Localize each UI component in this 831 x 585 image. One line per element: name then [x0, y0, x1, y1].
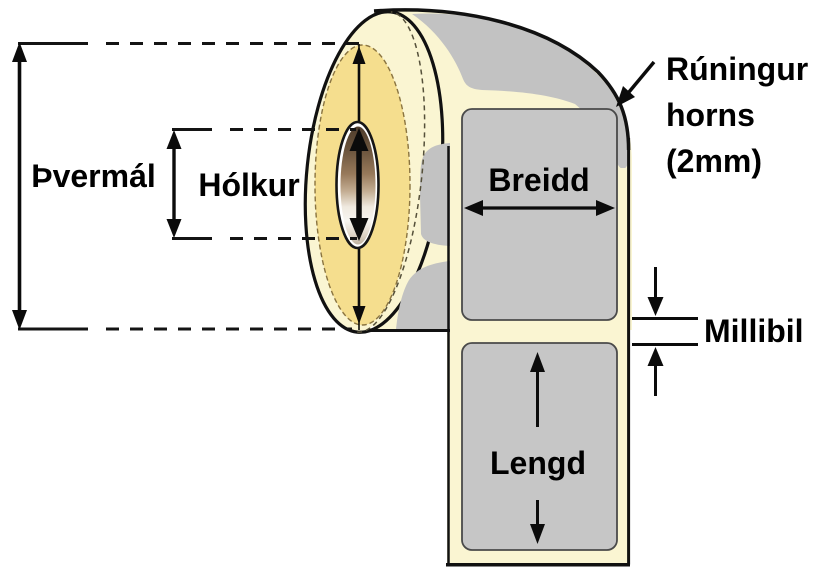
- core-measure-bottom-head: [166, 219, 182, 238]
- label-width: Breidd: [461, 108, 618, 321]
- length-arrow-up-head: [530, 352, 545, 372]
- width-label-text: Breidd: [488, 162, 589, 198]
- corner-label-line3: (2mm): [666, 143, 762, 179]
- diameter-arrow-top-head: [12, 42, 27, 62]
- core-arrow-bottom-head: [349, 218, 369, 241]
- face-diameter-arrow-bottom-head: [352, 306, 366, 324]
- gap-measure: Millibil: [632, 267, 804, 396]
- core-label-text: Hólkur: [198, 167, 299, 203]
- core-measure: Hólkur: [166, 130, 300, 238]
- width-arrow-right-head: [596, 200, 615, 216]
- corner-label-line2: horns: [666, 97, 755, 133]
- length-arrow-down-head: [530, 524, 545, 544]
- corner-callout-arrow-head: [616, 86, 635, 107]
- core-measure-top-head: [166, 130, 182, 149]
- gap-label-text: Millibil: [704, 313, 804, 349]
- roll-sliver-upper: [420, 143, 450, 246]
- face-inner-edge: [357, 11, 426, 333]
- face-diameter-arrow-top-head: [352, 46, 366, 64]
- gap-arrow-down-head: [647, 297, 664, 316]
- corner-label-line1: Rúningur: [666, 51, 808, 87]
- wound-label-band: [412, 13, 628, 169]
- gap-arrow-up-head: [647, 347, 664, 366]
- diameter-arrow-bottom-head: [12, 310, 27, 330]
- diameter-label-text: Þvermál: [31, 158, 156, 194]
- roll-sliver-lower: [396, 261, 450, 329]
- corner-callout-arrow: [627, 60, 656, 94]
- core-arrow-top-head: [349, 128, 369, 151]
- width-arrow-left-head: [464, 200, 483, 216]
- corner-callout: Rúningur horns (2mm): [616, 51, 808, 179]
- label-length: Lengd: [461, 342, 618, 551]
- guide-lines: [18, 42, 360, 331]
- diameter-measure: Þvermál: [12, 42, 156, 330]
- roll-body-outline: [373, 8, 631, 151]
- length-label-text: Lengd: [490, 445, 586, 481]
